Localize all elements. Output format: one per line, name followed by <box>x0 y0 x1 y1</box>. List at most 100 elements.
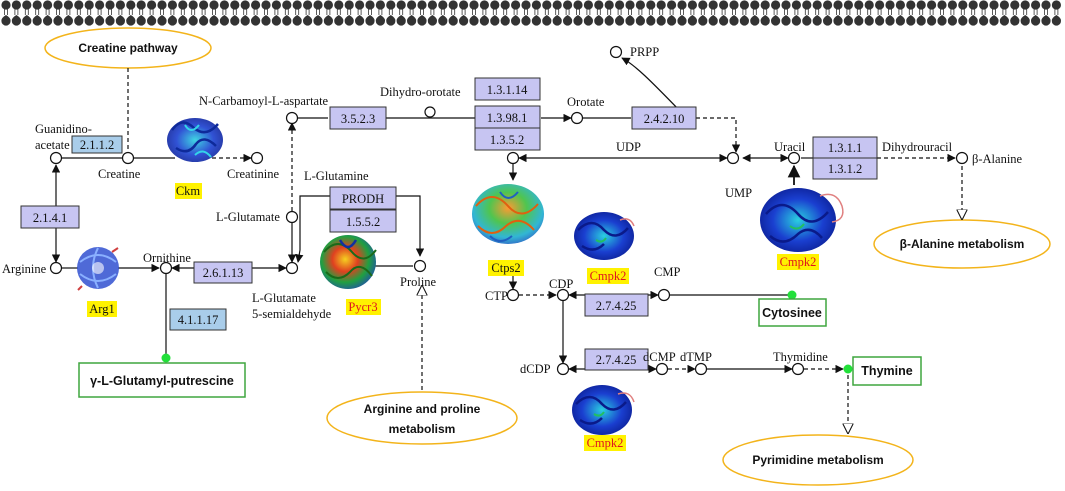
protein-label-pycr3[interactable]: Pycr3 <box>346 299 381 315</box>
enzyme-box-27425-b[interactable]: 2.7.4.25 <box>584 348 649 371</box>
svg-text:Thymine: Thymine <box>861 364 912 378</box>
label-orotate: Orotate <box>567 95 605 109</box>
membrane-lipid-head <box>666 15 677 26</box>
node-thymidine <box>791 362 805 376</box>
membrane-lipid-tail <box>191 9 196 15</box>
membrane-lipid-tail <box>773 9 778 15</box>
membrane-lipid-tail <box>232 9 237 15</box>
protein-label-cmpk2-b[interactable]: Cmpk2 <box>777 254 819 270</box>
node-arginine <box>49 261 63 275</box>
membrane-lipid-head <box>781 0 791 10</box>
enzyme-box-1311[interactable]: 1.3.1.1 <box>812 136 878 159</box>
membrane-lipid-tail <box>24 9 29 15</box>
enzyme-box-13114[interactable]: 1.3.1.14 <box>474 77 541 101</box>
enzyme-box-1312[interactable]: 1.3.1.2 <box>812 157 878 180</box>
enzyme-box-26113[interactable]: 2.6.1.13 <box>193 261 253 284</box>
membrane-lipid-head <box>719 0 729 10</box>
svg-text:γ-L-Glutamyl-putrescine: γ-L-Glutamyl-putrescine <box>90 374 234 388</box>
membrane-lipid-head <box>812 15 822 26</box>
membrane-lipid-head <box>646 15 656 26</box>
membrane-lipid-head <box>74 15 84 26</box>
membrane-lipid-head <box>303 0 313 10</box>
label-arginine: Arginine <box>2 262 47 276</box>
pathway-ellipse-creatine[interactable]: Creatine pathway <box>44 27 212 69</box>
membrane-lipid-tail <box>721 9 726 15</box>
membrane-lipid-head <box>625 0 635 10</box>
compound-box-cytosinee[interactable]: Cytosinee <box>758 298 827 327</box>
membrane-lipid-head <box>854 0 864 10</box>
membrane-lipid-head <box>1020 15 1030 26</box>
membrane-lipid-head <box>209 15 219 26</box>
membrane-lipid-head <box>542 15 552 26</box>
enzyme-box-1352[interactable]: 1.3.5.2 <box>474 127 541 151</box>
enzyme-box-13981[interactable]: 1.3.98.1 <box>474 105 541 129</box>
membrane-lipid-head <box>958 15 968 26</box>
membrane-lipid-head <box>864 15 874 26</box>
membrane-lipid-head <box>615 0 625 10</box>
membrane-lipid-head <box>22 0 32 10</box>
protein-label-ckm[interactable]: Ckm <box>175 183 202 199</box>
membrane-lipid-head <box>136 15 146 26</box>
node-ornithine <box>159 261 173 275</box>
membrane-lipid-head <box>604 15 614 26</box>
enzyme-box-1552[interactable]: 1.5.5.2 <box>329 209 397 233</box>
protein-label-ctps2[interactable]: Ctps2 <box>488 260 524 276</box>
membrane-lipid-tail <box>76 9 81 15</box>
enzyme-box-27425-a[interactable]: 2.7.4.25 <box>584 293 649 317</box>
membrane-lipid-tail <box>357 9 362 15</box>
pathway-ellipse-arginine-proline[interactable]: Arginine and proline metabolism <box>326 391 518 445</box>
label-ornithine: Ornithine <box>143 251 191 265</box>
enzyme-box-2112[interactable]: 2.1.1.2 <box>71 135 123 154</box>
membrane-lipid-tail <box>950 9 955 15</box>
membrane-lipid-head <box>708 0 718 10</box>
svg-text:2.1.1.2: 2.1.1.2 <box>80 138 114 152</box>
membrane-lipid-head <box>947 15 958 26</box>
node-udp-right <box>726 151 740 165</box>
enzyme-box-2141[interactable]: 2.1.4.1 <box>20 205 80 229</box>
membrane-lipid-head <box>115 0 125 10</box>
protein-label-cmpk2-c[interactable]: Cmpk2 <box>584 435 626 451</box>
enzyme-box-41117[interactable]: 4.1.1.17 <box>169 308 227 331</box>
compound-box-thymine[interactable]: Thymine <box>852 356 922 386</box>
membrane-lipid-head <box>979 0 989 10</box>
enzyme-box-3523[interactable]: 3.5.2.3 <box>329 106 387 130</box>
svg-text:1.3.5.2: 1.3.5.2 <box>490 133 524 147</box>
membrane-lipid-head <box>1051 0 1061 10</box>
membrane-lipid-head <box>230 0 240 10</box>
membrane-lipid-head <box>677 0 687 10</box>
membrane-lipid-tail <box>700 9 705 15</box>
pathway-ellipse-pyrimidine[interactable]: Pyrimidine metabolism <box>722 434 914 486</box>
enzyme-box-24210[interactable]: 2.4.2.10 <box>631 106 697 130</box>
node-proline <box>413 259 427 273</box>
membrane-lipid-head <box>375 15 386 26</box>
membrane-lipid-head <box>438 0 448 10</box>
membrane-lipid-head <box>95 0 105 10</box>
membrane-lipid-head <box>167 0 177 10</box>
membrane-lipid-head <box>989 0 999 10</box>
node-dihydro-orotate <box>424 106 436 118</box>
pathway-ellipse-beta-alanine[interactable]: β-Alanine metabolism <box>873 219 1051 269</box>
svg-text:1.3.1.2: 1.3.1.2 <box>828 162 862 176</box>
node-guanidinoacetate <box>49 151 63 165</box>
membrane-lipid-head <box>521 0 531 10</box>
membrane-lipid-head <box>198 15 209 26</box>
protein-label-arg1[interactable]: Arg1 <box>87 301 117 317</box>
membrane-lipid-tail <box>992 9 996 15</box>
membrane-lipid-head <box>625 15 635 26</box>
svg-text:2.4.2.10: 2.4.2.10 <box>644 112 685 126</box>
compound-box-glutamyl-putrescine[interactable]: γ-L-Glutamyl-putrescine <box>78 362 246 398</box>
membrane-lipid-tail <box>399 9 404 15</box>
membrane-lipid-head <box>219 0 229 10</box>
membrane-lipid-tail <box>565 9 570 15</box>
membrane-lipid-head <box>823 0 833 10</box>
protein-label-cmpk2-a[interactable]: Cmpk2 <box>587 268 629 284</box>
membrane-lipid-head <box>250 15 261 26</box>
enzyme-box-prodh[interactable]: PRODH <box>329 186 397 210</box>
membrane-lipid-head <box>126 15 136 26</box>
membrane-lipid-tail <box>160 9 164 15</box>
membrane-lipid-tail <box>784 9 788 15</box>
membrane-lipid-head <box>282 0 292 10</box>
membrane-lipid-head <box>344 15 354 26</box>
membrane-lipid-head <box>926 15 937 26</box>
svg-text:1.3.1.1: 1.3.1.1 <box>828 141 862 155</box>
